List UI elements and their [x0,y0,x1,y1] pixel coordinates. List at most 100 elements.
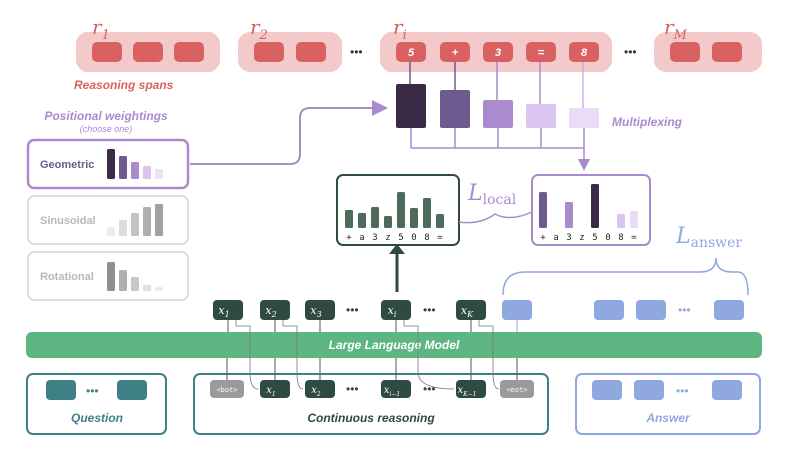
weighting-option-geometric[interactable]: Geometric [26,138,190,190]
target-bars [539,184,638,228]
input-latent-token-label: xK−1 [458,385,477,398]
latent-ellipsis: ••• [423,303,436,317]
latent-token-label: xi [388,304,397,319]
input-latent-token [305,380,335,398]
target-bar [565,202,573,228]
latent-token [305,300,335,320]
question-ellipsis: ••• [86,384,99,398]
span-token [670,42,700,62]
decoded-bar [410,208,418,228]
answer-token [712,380,742,400]
weightings-subtitle: (choose one) [80,124,133,134]
weight-block-1 [396,84,426,128]
bot-token [210,380,244,398]
target-token-label: 8 [618,233,623,243]
decoded-bar [423,198,431,228]
span-ellipsis-2: ••• [624,45,637,59]
input-latent-token-label: xi−1 [384,385,400,398]
target-bar [617,214,625,228]
ri-token [526,42,556,62]
decoded-token-label: 8 [424,233,429,243]
weight-block-2 [440,90,470,128]
span-label-r1: r1 [92,15,110,43]
multiplexing-group: Multiplexing [396,62,683,171]
answer-ellipsis: ••• [676,384,689,398]
latent-ellipsis: ••• [346,303,359,317]
loss-answer-symbol: Lanswer [675,224,742,251]
span-token [174,42,204,62]
bot-token-label: <bot> [216,386,237,394]
target-token-label: = [631,233,637,243]
eot-token [500,380,534,398]
ri-token-label: 5 [408,47,415,59]
latent-token-label: x3 [310,304,321,319]
decoded-token-label: z [385,233,390,243]
multiplexing-label: Multiplexing [612,115,683,129]
llm-block: Large Language Model [26,332,762,358]
target-token-label: 0 [605,233,610,243]
geometric-to-multiplexing-arrow [190,100,388,165]
input-latent-token [456,380,486,398]
latent-token [456,300,486,320]
input-ellipsis: ••• [346,382,359,396]
answer-brace [502,257,749,296]
target-bar [591,184,599,228]
latent-token-label: x1 [218,304,229,319]
span-token [133,42,163,62]
span-token [92,42,122,62]
latent-token [213,300,243,320]
input-latent-token [260,380,290,398]
weighting-option-label: Geometric [40,159,94,171]
question-token [46,380,76,400]
question-box: ••• Question [26,373,167,435]
weighting-option-rotational[interactable]: Rotational [27,251,189,301]
span-token [254,42,284,62]
latent-token-label: xK [461,304,474,319]
decoded-bar [358,213,366,228]
ri-token [483,42,513,62]
answer-output-ellipsis: ••• [678,303,691,317]
loss-local: Llocal [458,181,533,224]
decoded-bar [397,192,405,228]
weighting-option-sinusoidal[interactable]: Sinusoidal [27,195,189,245]
ri-token [569,42,599,62]
question-label: Question [71,411,123,425]
input-latent-token-label: x1 [266,385,275,398]
decoded-bar [384,216,392,228]
loss-local-symbol: Llocal [467,181,517,208]
decoded-bar [436,214,444,228]
ri-token-label: 8 [581,47,588,59]
span-label-ri: ri [393,15,407,43]
target-bar [630,211,638,228]
answer-output-token [594,300,624,320]
decoded-token-label: 3 [372,233,377,243]
target-token-label: 3 [566,233,571,243]
answer-label: Answer [645,411,691,425]
continuous-reasoning-label: Continuous reasoning [307,411,435,425]
decoded-token-label: a [359,233,364,243]
weightings-title: Positional weightings [44,109,168,123]
decoded-bars [345,192,444,228]
span-ellipsis-1: ••• [350,45,363,59]
span-label-r2: r2 [250,15,268,43]
decoded-token-label: 0 [411,233,416,243]
decoded-token-label: = [437,233,443,243]
weight-block-4 [526,104,556,128]
input-latent-token [381,380,411,398]
eot-token-label: <eot> [506,386,527,394]
answer-token [592,380,622,400]
answer-box: ••• Answer [575,373,761,435]
input-latent-token-label: x2 [311,385,321,398]
span-token [712,42,742,62]
weighting-option-label: Rotational [40,271,94,283]
target-bar [539,192,547,228]
weight-block-5 [569,108,599,128]
answer-output-token [714,300,744,320]
reasoning-spans: ••• 5+3=8 ••• r1 r2 ri rM Reasoning span… [74,15,762,92]
